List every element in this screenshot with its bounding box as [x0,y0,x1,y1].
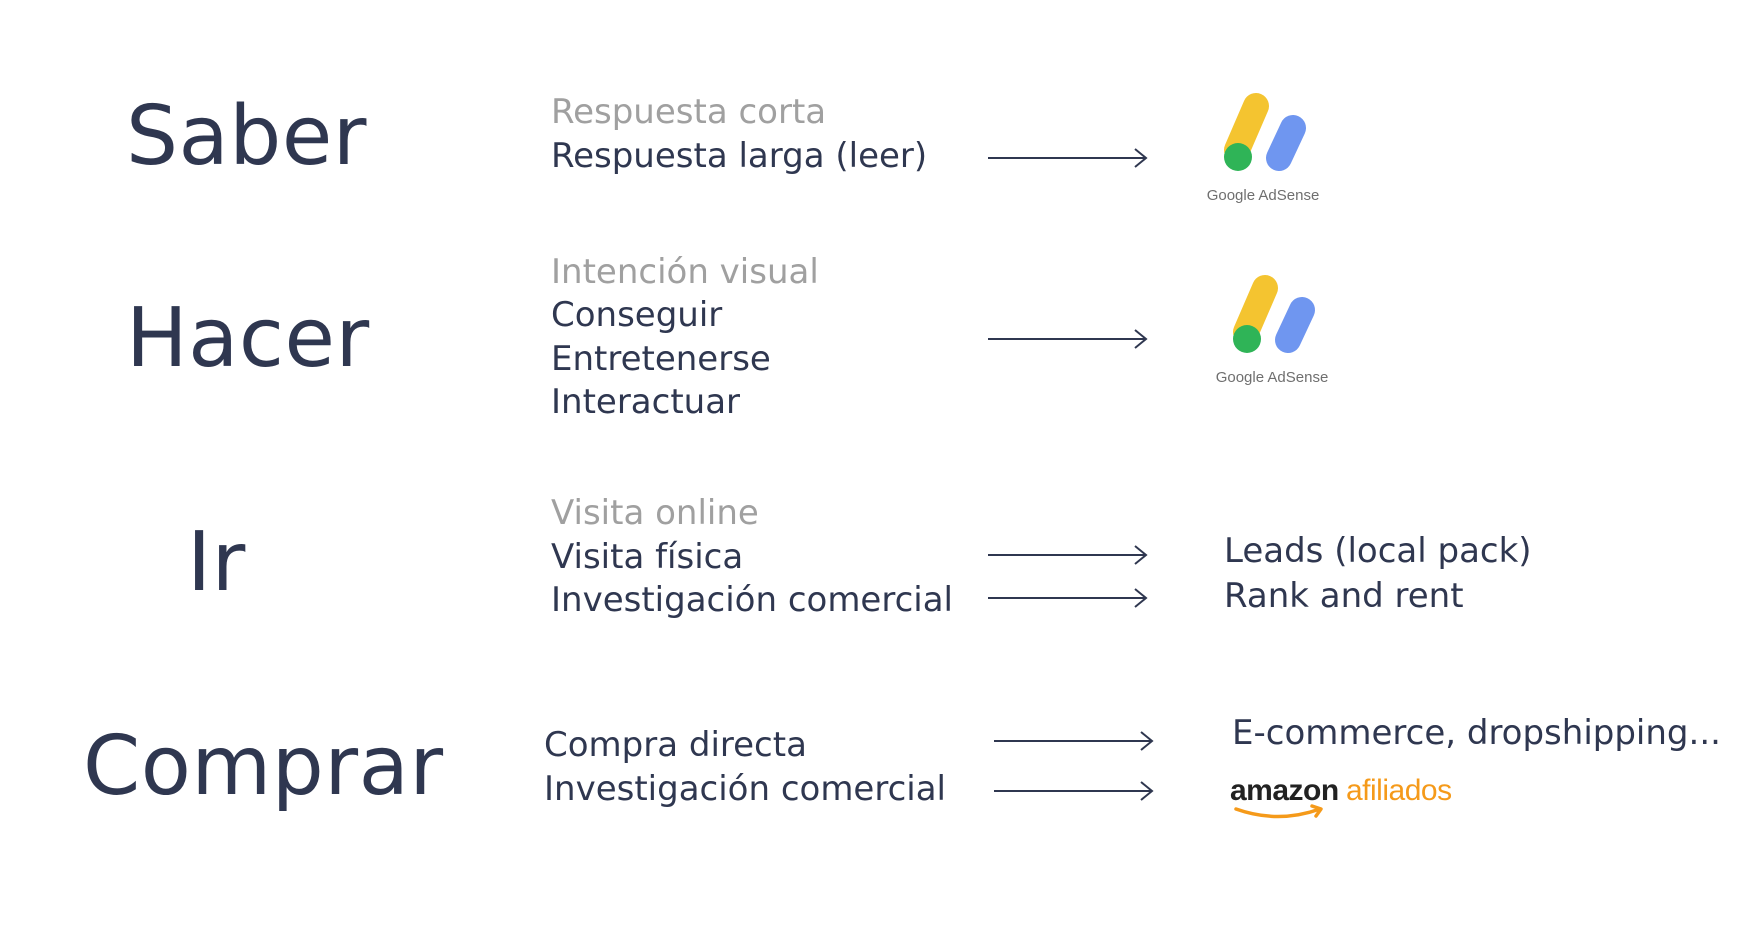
comprar-target-1: E-commerce, dropshipping... [1232,713,1721,753]
arrow-right-icon [988,148,1148,168]
amazon-wordmark: amazon [1230,774,1339,807]
hacer-sub-muted: Intención visual [551,252,819,292]
hacer-item-3: Interactuar [551,382,741,422]
arrow-right-icon [994,781,1154,801]
google-adsense-logo: Google AdSense [1216,275,1329,386]
ir-target-2: Rank and rent [1224,576,1464,616]
saber-sub-muted: Respuesta corta [551,92,827,132]
amazon-afiliados-logo: amazon afiliados [1230,774,1452,819]
ir-target-1: Leads (local pack) [1224,531,1532,571]
intent-saber: Saber [126,89,368,184]
arrow-right-icon [994,731,1154,751]
intent-hacer: Hacer [126,291,370,386]
intent-comprar: Comprar [83,719,444,814]
comprar-item-2: Investigación comercial [544,769,947,809]
intent-ir: Ir [187,515,246,610]
arrow-right-icon [988,545,1148,565]
saber-item-1: Respuesta larga (leer) [551,136,928,176]
adsense-caption: Google AdSense [1216,369,1329,386]
arrow-right-icon [988,329,1148,349]
google-adsense-logo: Google AdSense [1207,93,1320,204]
arrow-right-icon [988,588,1148,608]
hacer-item-1: Conseguir [551,295,723,335]
ir-item-1: Visita física [551,537,744,577]
hacer-item-2: Entretenerse [551,339,771,379]
adsense-caption: Google AdSense [1207,187,1320,204]
ir-item-2: Investigación comercial [551,580,954,620]
ir-sub-muted: Visita online [551,493,759,533]
afiliados-wordmark: afiliados [1346,774,1452,807]
comprar-item-1: Compra directa [544,725,807,765]
